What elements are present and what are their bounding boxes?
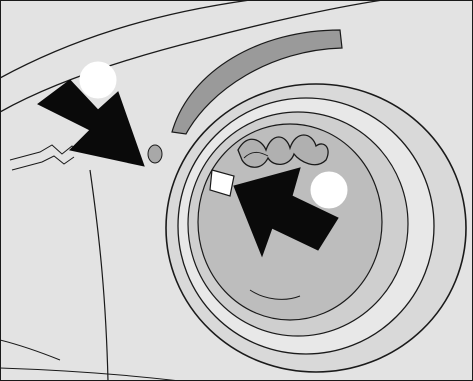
sensor-hole: [148, 145, 162, 163]
callout-1: [80, 62, 116, 98]
callout-2: [311, 172, 347, 208]
